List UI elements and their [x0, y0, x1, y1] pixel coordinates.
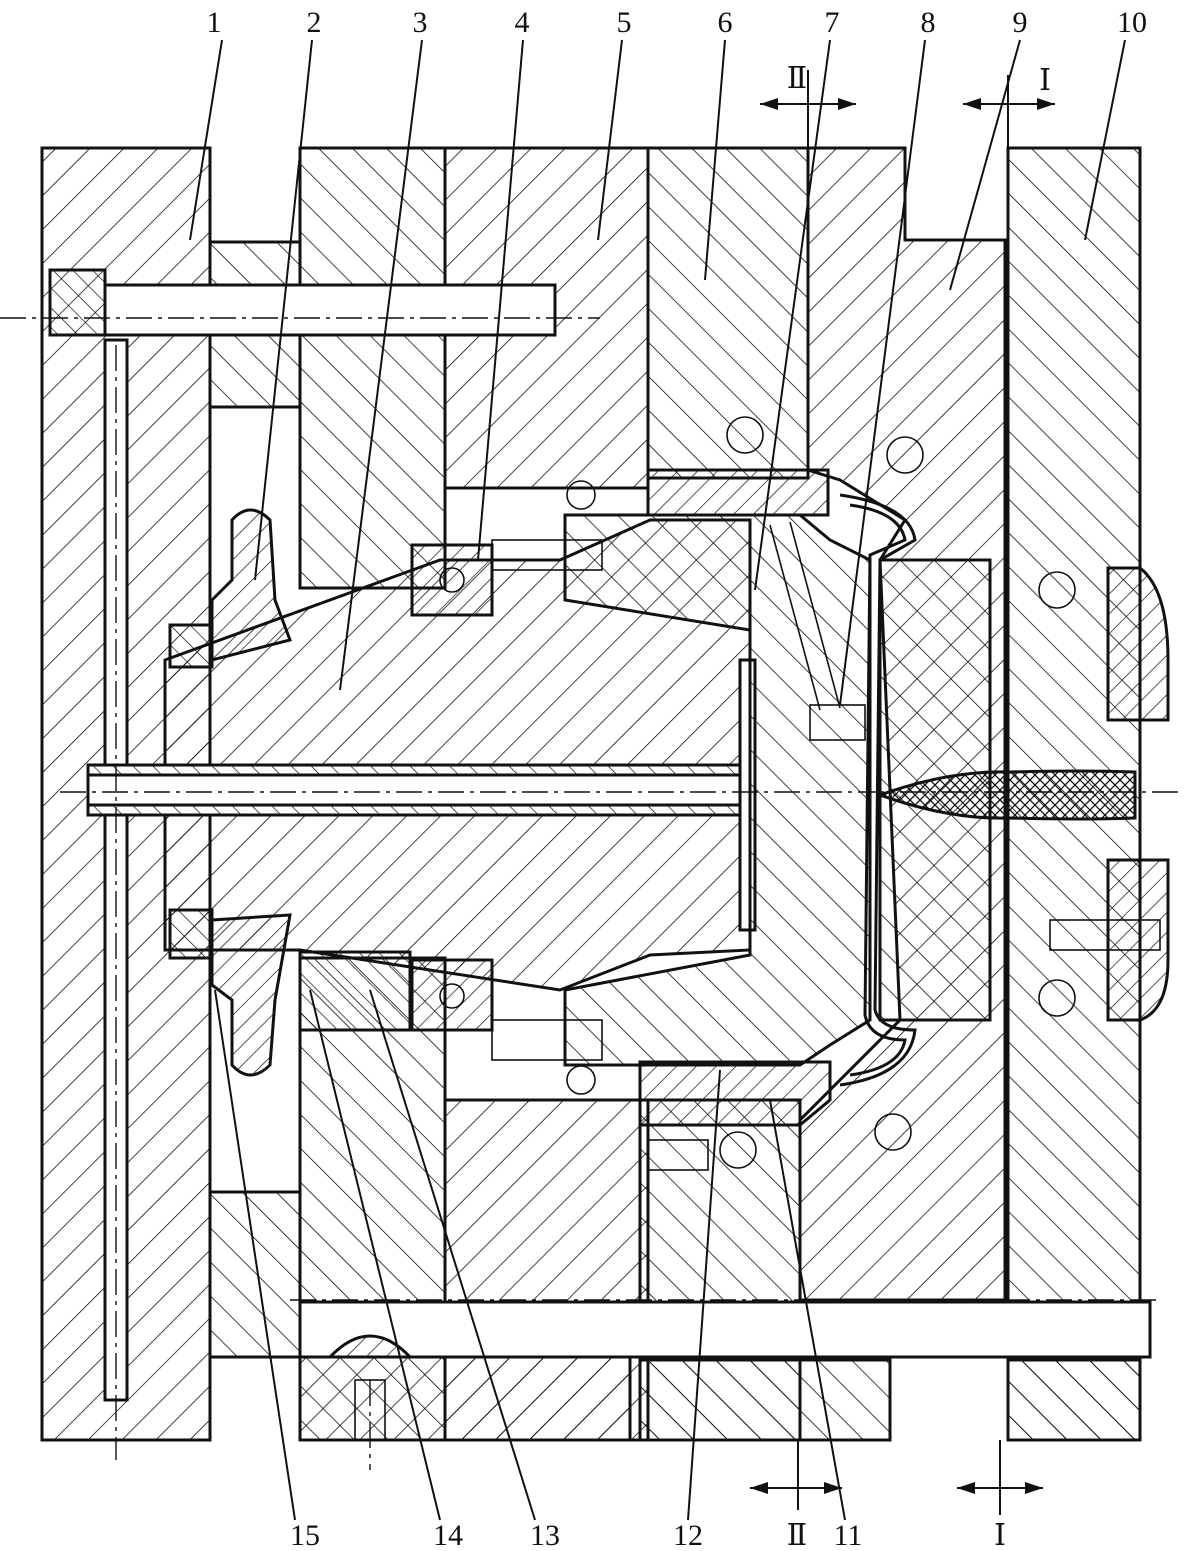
centerlines: [0, 317, 1180, 1470]
part-13-14-ring: [298, 950, 412, 1032]
section-mark-bottom-left: Ⅱ: [787, 1519, 807, 1551]
label-6: 6: [718, 6, 733, 39]
section-mark-top-left: Ⅱ: [787, 62, 807, 95]
leader-lines: [189, 39, 1126, 1521]
guide-pin: [48, 268, 557, 337]
label-2: 2: [307, 6, 322, 39]
part-2-gear: [168, 508, 292, 669]
top-part-labels: 1 2 3 4 5 6 7 8 9 10: [207, 6, 1148, 39]
label-9: 9: [1013, 6, 1028, 39]
screws: [491, 539, 1161, 1171]
label-15: 15: [290, 1519, 320, 1551]
label-5: 5: [617, 6, 632, 39]
label-1: 1: [207, 6, 222, 39]
ejector-bar: [298, 1300, 1152, 1442]
sprue-runner: [875, 769, 1137, 821]
molded-part-wall: [839, 493, 917, 1087]
central-core-shaft: [86, 518, 757, 992]
label-11: 11: [834, 1519, 863, 1551]
label-10: 10: [1117, 6, 1147, 39]
part-15-gear: [168, 908, 292, 1077]
label-13: 13: [530, 1519, 560, 1551]
label-14: 14: [433, 1519, 463, 1551]
label-7: 7: [825, 6, 840, 39]
parting-line-marks: [750, 70, 1055, 1515]
section-mark-labels: Ⅱ Ⅰ Ⅱ Ⅰ: [787, 62, 1051, 1551]
label-12: 12: [673, 1519, 703, 1551]
label-3: 3: [413, 6, 428, 39]
bottom-part-labels: 15 14 13 12 11: [290, 1519, 862, 1551]
label-4: 4: [515, 6, 530, 39]
label-8: 8: [921, 6, 936, 39]
section-mark-bottom-right: Ⅰ: [994, 1519, 1006, 1551]
section-mark-top-right: Ⅰ: [1039, 64, 1051, 97]
part-11-12-guide-block: [638, 468, 832, 1127]
